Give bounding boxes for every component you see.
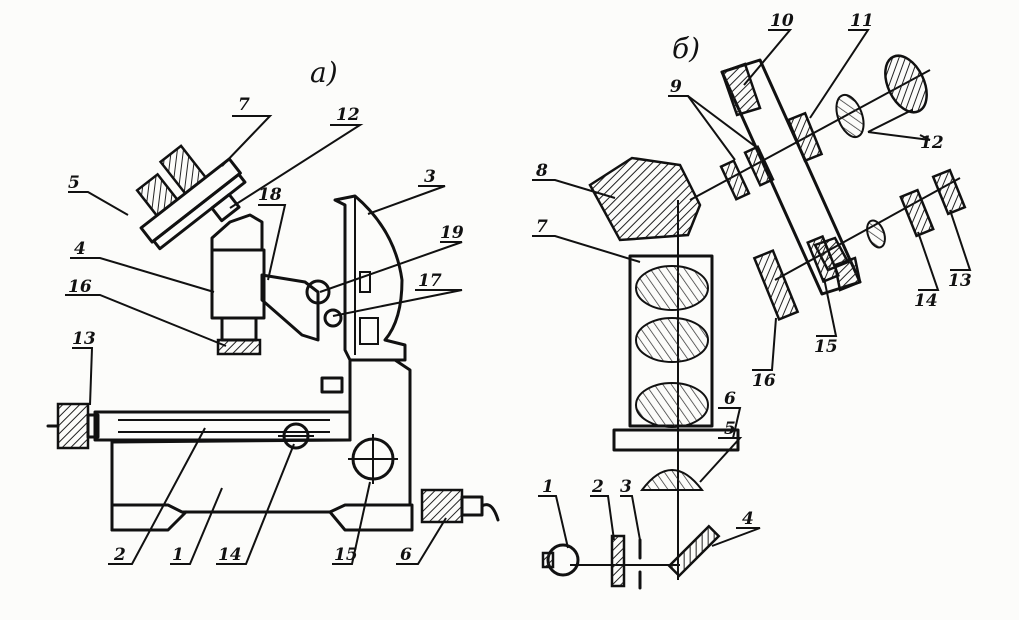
head-4: [210, 248, 266, 320]
base-foot-left: [110, 510, 188, 532]
filter-2-icon: [610, 534, 626, 588]
eyepiece-assembly: [135, 144, 247, 251]
stage-rail: [93, 410, 352, 442]
eyepiece-13-icon: [931, 168, 967, 216]
knob-13-icon: [56, 402, 90, 450]
label-b-15: 15: [814, 337, 838, 357]
mirror-4-icon: [667, 524, 721, 578]
prism-9a-icon: [719, 159, 751, 201]
label-b-6: 6: [724, 389, 736, 409]
label-b-8: 8: [535, 161, 548, 181]
label-b-1: 1: [542, 477, 554, 497]
panel-b-optics: [541, 54, 967, 590]
connector-6-icon: [420, 488, 464, 524]
panel-a-leaders: [65, 115, 463, 565]
label-b-9: 9: [670, 77, 682, 97]
label-a-17: 15: [334, 545, 358, 565]
label-a-7: 7: [238, 95, 250, 115]
label-a-12: 12: [336, 105, 360, 125]
eyepiece-12-icon: [884, 54, 928, 114]
label-a-6: 6: [400, 545, 412, 565]
label-a-16: 18: [258, 185, 282, 205]
base-body: [110, 358, 412, 514]
label-b-16: 16: [752, 371, 776, 391]
plate-6: [612, 428, 740, 452]
eyepiece-7-icon: [158, 144, 208, 196]
lens-15-icon: [806, 234, 840, 284]
label-b-10: 10: [770, 11, 794, 31]
panel-a-microscope: [46, 144, 500, 532]
label-b-14: 14: [914, 291, 938, 311]
label-a-18: 17: [418, 271, 442, 291]
label-a-14: 14: [218, 545, 242, 565]
label-a-2: 2: [113, 545, 126, 565]
condenser-5-icon: [639, 469, 705, 491]
label-b-7: 7: [536, 217, 548, 237]
element-16-icon: [752, 249, 800, 321]
label-a-13: 13: [72, 329, 96, 349]
label-b-4: 4: [742, 509, 754, 529]
arm-16: [260, 273, 320, 342]
objective-15-icon: [216, 338, 262, 356]
label-a-4: 4: [74, 239, 86, 259]
eyepiece-5-icon: [135, 172, 180, 218]
label-b-2: 2: [591, 477, 604, 497]
panel-b-caption: б): [672, 32, 700, 65]
label-b-12: 12: [920, 133, 944, 153]
label-b-3: 3: [620, 477, 632, 497]
lens-11-icon: [786, 111, 824, 163]
panel-a-caption: а): [310, 56, 338, 89]
base-foot-right: [328, 503, 414, 532]
knob-18-icon: [323, 308, 343, 328]
label-a-19: 19: [440, 223, 464, 243]
prism-8-icon: [588, 156, 702, 242]
label-a-1: 1: [172, 545, 184, 565]
panel-b-leaders: [532, 29, 972, 549]
label-a-15: 16: [68, 277, 92, 297]
label-b-13: 13: [948, 271, 972, 291]
label-a-5: 5: [68, 173, 80, 193]
label-a-3: 3: [424, 167, 436, 187]
label-b-5: 5: [724, 419, 736, 439]
column-3: [333, 194, 407, 362]
prism-9b-icon: [743, 145, 775, 187]
lens-14-icon: [899, 188, 935, 238]
label-b-11: 11: [850, 11, 874, 31]
